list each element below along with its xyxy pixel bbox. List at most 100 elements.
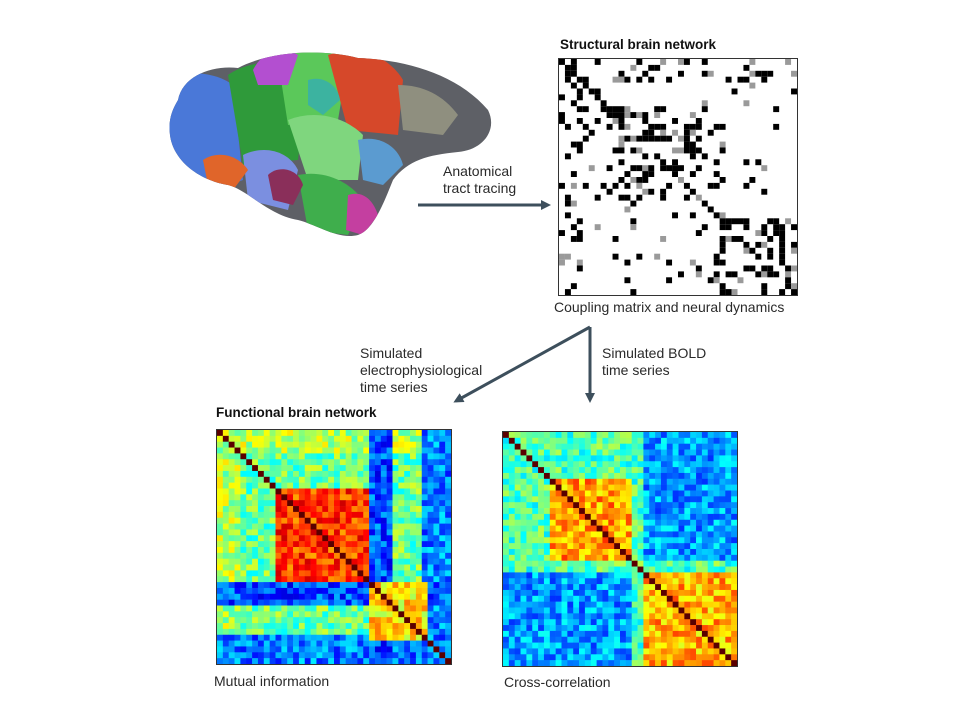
cross-correlation-cell <box>614 432 621 439</box>
cross-correlation-cell <box>520 560 527 567</box>
mutual-info-cell <box>351 488 358 495</box>
mutual-info-cell <box>386 523 393 530</box>
mutual-info-cell <box>410 652 417 659</box>
cross-correlation-cell <box>690 549 697 556</box>
cross-correlation-cell <box>625 601 632 608</box>
mutual-info-cell <box>351 570 358 577</box>
mutual-info-cell <box>217 611 224 618</box>
mutual-info-cell <box>380 576 387 583</box>
cross-correlation-cell <box>625 595 632 602</box>
cross-correlation-cell <box>526 549 533 556</box>
cross-correlation-cell <box>584 578 592 585</box>
cross-correlation-cell <box>660 549 668 556</box>
cross-correlation-cell <box>573 513 580 521</box>
mutual-info-cell <box>334 482 341 489</box>
structural-cell <box>630 200 637 207</box>
cross-correlation-cell <box>543 554 551 561</box>
mutual-info-cell <box>287 547 294 554</box>
mutual-info-cell <box>351 523 358 530</box>
mutual-info-cell <box>363 652 370 659</box>
cross-correlation-cell <box>731 513 737 521</box>
mutual-info-cell <box>275 576 282 583</box>
mutual-info-cell <box>433 430 440 437</box>
mutual-info-cell <box>263 658 270 664</box>
structural-cell <box>570 82 577 89</box>
mutual-info-cell <box>328 500 335 507</box>
cross-correlation-cell <box>666 589 673 597</box>
mutual-info-cell <box>386 552 393 559</box>
mutual-info-cell <box>380 500 387 507</box>
electro-label-line2: electrophysiological <box>360 362 483 378</box>
cross-correlation-cell <box>713 584 720 591</box>
mutual-info-cell <box>269 611 276 618</box>
mutual-info-cell <box>234 582 241 589</box>
mutual-info-cell <box>328 435 335 442</box>
mutual-info-cell <box>392 611 399 618</box>
cross-correlation-cell <box>520 461 527 468</box>
cross-correlation-cell <box>573 432 580 439</box>
mutual-info-cell <box>363 646 370 653</box>
mutual-info-cell <box>392 587 399 595</box>
mutual-info-cell <box>386 599 393 606</box>
structural-cell <box>755 230 762 236</box>
mutual-info-cell <box>222 430 229 437</box>
cross-correlation-cell <box>655 589 662 597</box>
cross-correlation-cell <box>637 636 644 643</box>
mutual-info-cell <box>374 488 382 495</box>
mutual-info-cell <box>217 482 224 489</box>
cross-correlation-cell <box>590 607 597 614</box>
mutual-info-cell <box>257 506 265 513</box>
cross-correlation-cell <box>538 490 545 497</box>
cross-correlation-cell <box>584 566 592 573</box>
mutual-info-cell <box>322 587 329 595</box>
cross-correlation-cell <box>602 601 609 608</box>
mutual-info-cell <box>257 623 265 630</box>
mutual-info-cell <box>234 640 241 647</box>
cross-correlation-cell <box>696 636 703 643</box>
cross-correlation-cell <box>707 432 714 439</box>
cross-correlation-cell <box>696 432 703 439</box>
mutual-info-cell <box>293 582 300 589</box>
cross-correlation-cell <box>520 432 527 439</box>
structural-cell <box>737 277 744 284</box>
mutual-info-cell <box>334 628 341 636</box>
mutual-info-cell <box>316 465 323 472</box>
cross-correlation-cell <box>631 502 638 509</box>
cross-correlation-cell <box>625 502 632 509</box>
cross-correlation-cell <box>503 642 510 649</box>
cross-correlation-cell <box>707 519 714 526</box>
cross-correlation-cell <box>696 595 703 602</box>
cross-correlation-cell <box>549 613 556 620</box>
mutual-info-cell <box>334 640 341 647</box>
cross-correlation-cell <box>567 437 574 444</box>
mutual-info-cell <box>345 535 352 542</box>
cross-correlation-cell <box>538 478 545 485</box>
mutual-info-cell <box>398 529 405 536</box>
cross-correlation-cell <box>631 455 638 462</box>
cross-correlation-cell <box>508 437 515 444</box>
mutual-info-cell <box>386 576 393 583</box>
cross-correlation-cell <box>555 490 562 497</box>
mutual-info-matrix <box>216 429 452 665</box>
mutual-info-cell <box>252 634 259 641</box>
cross-correlation-cell <box>707 660 714 666</box>
cross-correlation-cell <box>538 432 545 439</box>
mutual-info-cell <box>252 640 259 647</box>
mutual-info-cell <box>217 558 224 565</box>
structural-cell <box>576 147 583 154</box>
mutual-info-cell <box>427 552 434 559</box>
cross-correlation-cell <box>625 549 632 556</box>
cross-correlation-cell <box>614 572 621 579</box>
mutual-info-cell <box>439 558 446 565</box>
mutual-info-cell <box>439 652 446 659</box>
cross-correlation-cell <box>549 443 556 450</box>
mutual-info-cell <box>339 605 346 612</box>
mutual-info-cell <box>322 470 329 478</box>
cross-correlation-cell <box>584 619 592 626</box>
mutual-info-cell <box>316 582 323 589</box>
cross-correlation-cell <box>596 636 603 643</box>
cross-correlation-cell <box>731 648 737 655</box>
cross-correlation-cell <box>684 642 691 649</box>
mutual-info-cell <box>217 570 224 577</box>
mutual-info-cell <box>240 564 247 571</box>
